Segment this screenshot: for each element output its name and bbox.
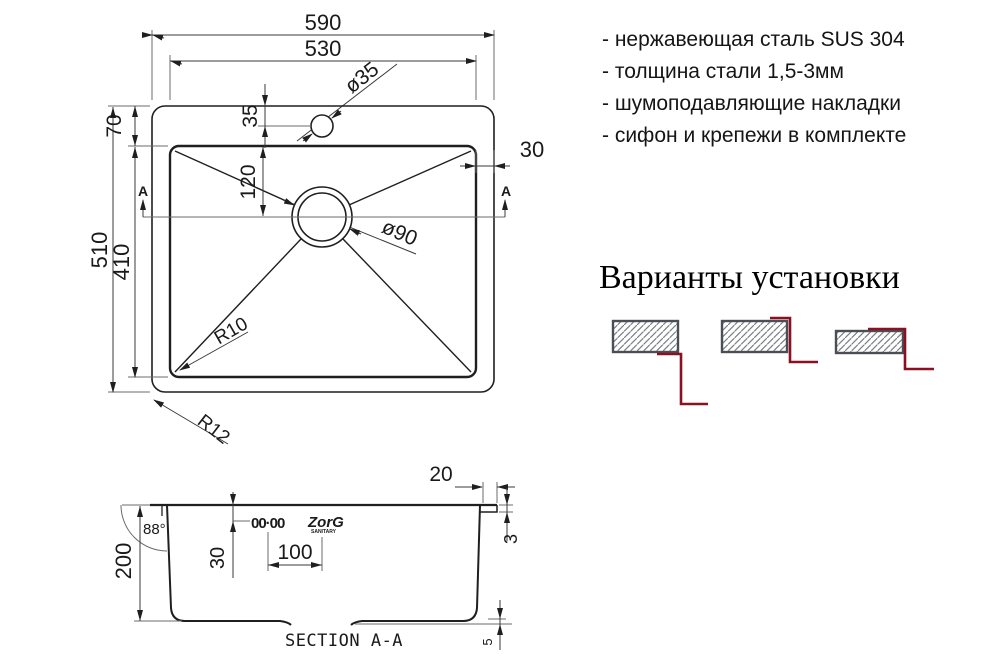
section-view-drawing: 88° 00·00 ZorG SANITARY 200 30 100: [111, 463, 521, 651]
brand-logo: ZorG: [307, 514, 344, 531]
dim-inner-width: 530: [305, 36, 342, 61]
spec-item: - сифон и крепежи в комплекте: [602, 124, 907, 147]
dim-wall-angle: 88°: [143, 521, 166, 538]
dim-faucet-offset: 35: [239, 104, 262, 127]
dim-outer-height: 510: [87, 232, 112, 269]
install-options-title: Варианты установки: [599, 259, 900, 296]
sink-profile-line: [657, 352, 708, 406]
section-title: SECTION A-A: [285, 631, 403, 651]
sink-profile-line: [868, 327, 934, 371]
emboss-mark: 00·00: [251, 515, 285, 532]
top-view-drawing: A A 590 530 510: [87, 10, 544, 449]
dim-recess-depth: 5: [480, 638, 495, 645]
dim-outer-width: 590: [305, 10, 342, 35]
countertop-hatch: [720, 319, 789, 354]
dim-deck: 70: [103, 114, 126, 137]
countertop-hatch: [834, 329, 905, 355]
brand-logo-sub: SANITARY: [311, 529, 337, 535]
faucet-hole: [310, 114, 334, 138]
spec-list: - нержавеющая сталь SUS 304 - толщина ст…: [602, 24, 982, 152]
dim-rim-overhang: 20: [429, 463, 452, 486]
dim-rim-side: 30: [520, 137, 544, 162]
dim-depth: 200: [111, 543, 136, 580]
dim-rim-thickness: 3: [501, 534, 521, 544]
section-marker-left: A: [138, 183, 148, 199]
spec-item: - нержавеющая сталь SUS 304: [602, 28, 905, 51]
install-option-undermount: [611, 319, 708, 406]
dim-logo-offset: 30: [207, 547, 229, 569]
dim-inner-height: 410: [109, 244, 134, 281]
faucet-diameter-label: ø35: [341, 58, 384, 98]
install-option-flush: [720, 316, 818, 364]
install-option-overmount: [834, 327, 934, 371]
sink-profile-line: [770, 316, 818, 364]
radius-inner-label: R10: [211, 313, 252, 349]
dim-logo-distance: 100: [277, 541, 312, 564]
countertop-hatch: [611, 319, 680, 354]
dim-drain-offset: 120: [237, 164, 260, 199]
section-marker-right: A: [501, 183, 511, 199]
drain-diameter-label: ø90: [378, 215, 420, 250]
spec-item: - толщина стали 1,5-3мм: [602, 60, 844, 83]
spec-item: - шумоподавляющие накладки: [602, 92, 901, 115]
radius-outer-label: R12: [193, 411, 233, 449]
